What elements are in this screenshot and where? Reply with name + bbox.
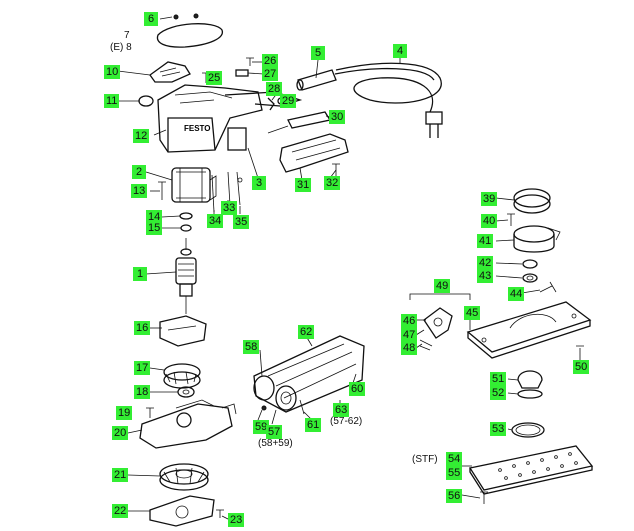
label-7: 7	[124, 30, 130, 41]
label-6: 6	[144, 12, 158, 26]
label-51: 51	[490, 372, 507, 386]
label-20: 20	[112, 426, 129, 440]
label-63: 63	[333, 403, 350, 417]
part-20-gear-housing	[139, 399, 237, 449]
label-58: 58	[243, 340, 260, 354]
label-23: 23	[228, 513, 245, 527]
label-e8: (E) 8	[110, 42, 132, 53]
part-12-housing: FESTO	[157, 84, 303, 153]
part-16-holder	[159, 315, 207, 347]
part-45-pad-carrier	[466, 301, 592, 359]
label-54: 54	[446, 452, 463, 466]
label-28: 28	[266, 82, 283, 96]
label-14: 14	[146, 210, 163, 224]
part-55-sanding-pad	[468, 445, 594, 495]
part-4-cord	[334, 62, 443, 138]
part-5-sleeve	[296, 69, 337, 91]
part-1-armature	[175, 238, 197, 314]
label-45: 45	[464, 306, 481, 320]
label-57: 57	[266, 425, 283, 439]
label-30: 30	[329, 110, 346, 124]
label-39: 39	[481, 192, 498, 206]
label-16: 16	[134, 321, 151, 335]
screw-13	[158, 181, 166, 200]
label-46: 46	[401, 314, 418, 328]
wires-33-35	[211, 171, 243, 213]
label-48: 48	[401, 341, 418, 355]
part-17-fan	[163, 363, 201, 389]
part-30-switch	[267, 111, 332, 134]
label-19: 19	[116, 406, 133, 420]
label-52: 52	[490, 386, 507, 400]
label-10: 10	[104, 65, 121, 79]
label-40: 40	[481, 214, 498, 228]
part-10-plate	[149, 61, 191, 83]
label-27: 27	[262, 67, 279, 81]
label-1: 1	[133, 267, 147, 281]
label-60: 60	[349, 382, 366, 396]
note-57: (58+59)	[258, 438, 293, 449]
note-63: (57-62)	[330, 416, 363, 427]
washers-14-15	[179, 212, 193, 232]
label-47: 47	[401, 328, 418, 342]
bracket-49	[409, 293, 471, 300]
label-22: 22	[112, 504, 129, 518]
part-18-bearing	[177, 386, 195, 398]
label-56: 56	[446, 489, 463, 503]
label-62: 62	[298, 325, 315, 339]
screw-56	[480, 491, 488, 504]
label-29: 29	[280, 94, 297, 108]
label-50: 50	[573, 360, 590, 374]
label-18: 18	[134, 385, 151, 399]
label-13: 13	[131, 184, 148, 198]
label-53: 53	[490, 422, 507, 436]
label-stf: (STF)	[412, 454, 438, 465]
label-3: 3	[252, 176, 266, 190]
label-41: 41	[477, 234, 494, 248]
brand-mark: FESTO	[184, 124, 211, 133]
part-41-housing	[513, 225, 561, 253]
screw-19	[146, 407, 154, 418]
label-34: 34	[207, 214, 224, 228]
part-21-fan	[159, 463, 209, 491]
dust-extraction-62	[253, 335, 365, 415]
label-35: 35	[233, 215, 250, 229]
screw-44	[539, 281, 557, 293]
label-42: 42	[477, 256, 494, 270]
label-33: 33	[221, 201, 238, 215]
screw-50	[576, 345, 584, 358]
leader-lines	[117, 16, 581, 521]
screw-40	[507, 213, 515, 226]
label-21: 21	[112, 468, 129, 482]
part-11-knob	[138, 95, 154, 107]
part-6-cover	[156, 13, 223, 48]
label-32: 32	[324, 176, 341, 190]
bearings-42-43	[522, 259, 538, 283]
label-31: 31	[295, 178, 312, 192]
parts-51-52	[517, 370, 543, 399]
label-59: 59	[253, 420, 270, 434]
label-4: 4	[393, 44, 407, 58]
screw-23	[216, 509, 224, 518]
part-31-handle	[279, 133, 349, 173]
label-25: 25	[206, 71, 223, 85]
label-49: 49	[434, 279, 451, 293]
part-39-ring	[513, 188, 551, 214]
label-11: 11	[104, 94, 120, 108]
part-22-plate	[149, 495, 215, 527]
label-2: 2	[132, 165, 146, 179]
label-5: 5	[311, 46, 325, 60]
part-2-stator	[171, 167, 217, 203]
label-15: 15	[146, 221, 163, 235]
parts-46-48	[419, 307, 453, 351]
part-53-ring	[511, 422, 545, 438]
label-12: 12	[133, 129, 150, 143]
label-43: 43	[477, 269, 494, 283]
label-61: 61	[305, 418, 322, 432]
label-26: 26	[262, 54, 279, 68]
label-17: 17	[134, 361, 151, 375]
label-55: 55	[446, 466, 463, 480]
label-44: 44	[508, 287, 525, 301]
